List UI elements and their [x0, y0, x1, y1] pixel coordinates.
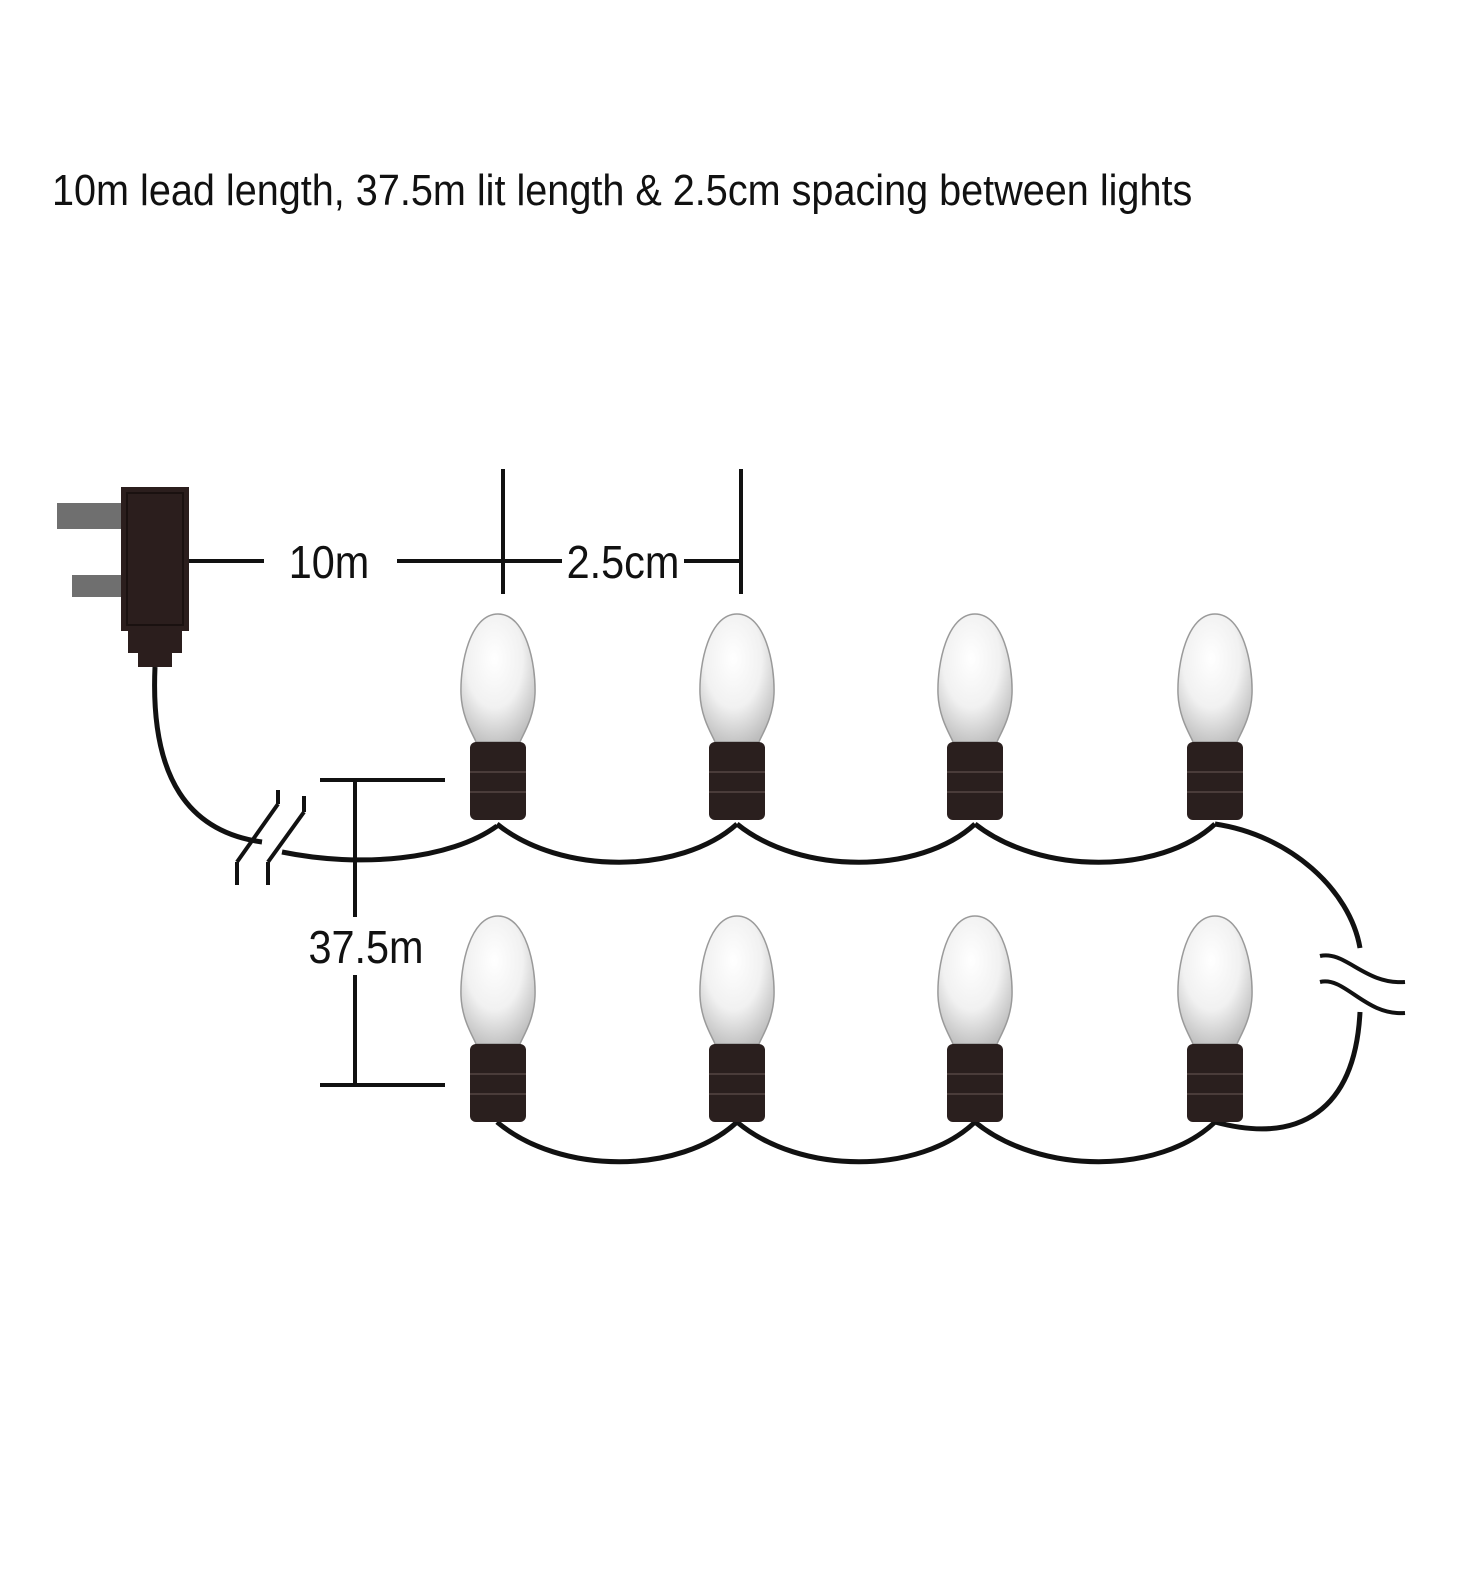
bulb-socket [470, 1044, 526, 1122]
bulb-socket [709, 1044, 765, 1122]
bulb-glass [937, 613, 1013, 743]
bulb-icon [1177, 915, 1253, 1122]
heading: 10m lead length, 37.5m lit length & 2.5c… [52, 166, 1193, 215]
lit-length-label: 37.5m [308, 922, 423, 974]
bulb-glass [1177, 613, 1253, 743]
bulb-icon [460, 613, 536, 820]
right-cable-break-symbol [1319, 953, 1406, 1016]
bulb-socket [1187, 1044, 1243, 1122]
bulb-glass [1177, 915, 1253, 1045]
cable-break-symbol [235, 790, 306, 885]
plug-body [121, 487, 189, 631]
plug-prong-top [57, 503, 125, 529]
bulb-socket [947, 1044, 1003, 1122]
bulb-socket [470, 742, 526, 820]
lit-length-dimension [320, 778, 445, 1087]
lead-dimension [189, 469, 743, 594]
lead-cable [152, 666, 263, 845]
bulb-socket [1187, 742, 1243, 820]
bulb-glass [460, 915, 536, 1045]
plug-neck [128, 631, 182, 653]
plug-icon [57, 487, 189, 667]
bulb-icon [699, 613, 775, 820]
bulb-glass [937, 915, 1013, 1045]
bulb-icon [699, 915, 775, 1122]
spacing-label: 2.5cm [567, 537, 680, 589]
bottom-row-cable [495, 1011, 1363, 1165]
bulb-icon [937, 915, 1013, 1122]
lead-cable-continued [281, 823, 499, 863]
plug-prong-bottom [72, 575, 125, 597]
bulb-icon [460, 915, 536, 1122]
lead-length-label: 10m [289, 537, 370, 589]
bulb-glass [460, 613, 536, 743]
top-row-cable [495, 821, 1363, 949]
bulb-socket [947, 742, 1003, 820]
bulb-icon [937, 613, 1013, 820]
bulb-glass [699, 915, 775, 1045]
bulb-glass [699, 613, 775, 743]
bulb-socket [709, 742, 765, 820]
bulb-icon [1177, 613, 1253, 820]
bulbs [460, 613, 1253, 1122]
